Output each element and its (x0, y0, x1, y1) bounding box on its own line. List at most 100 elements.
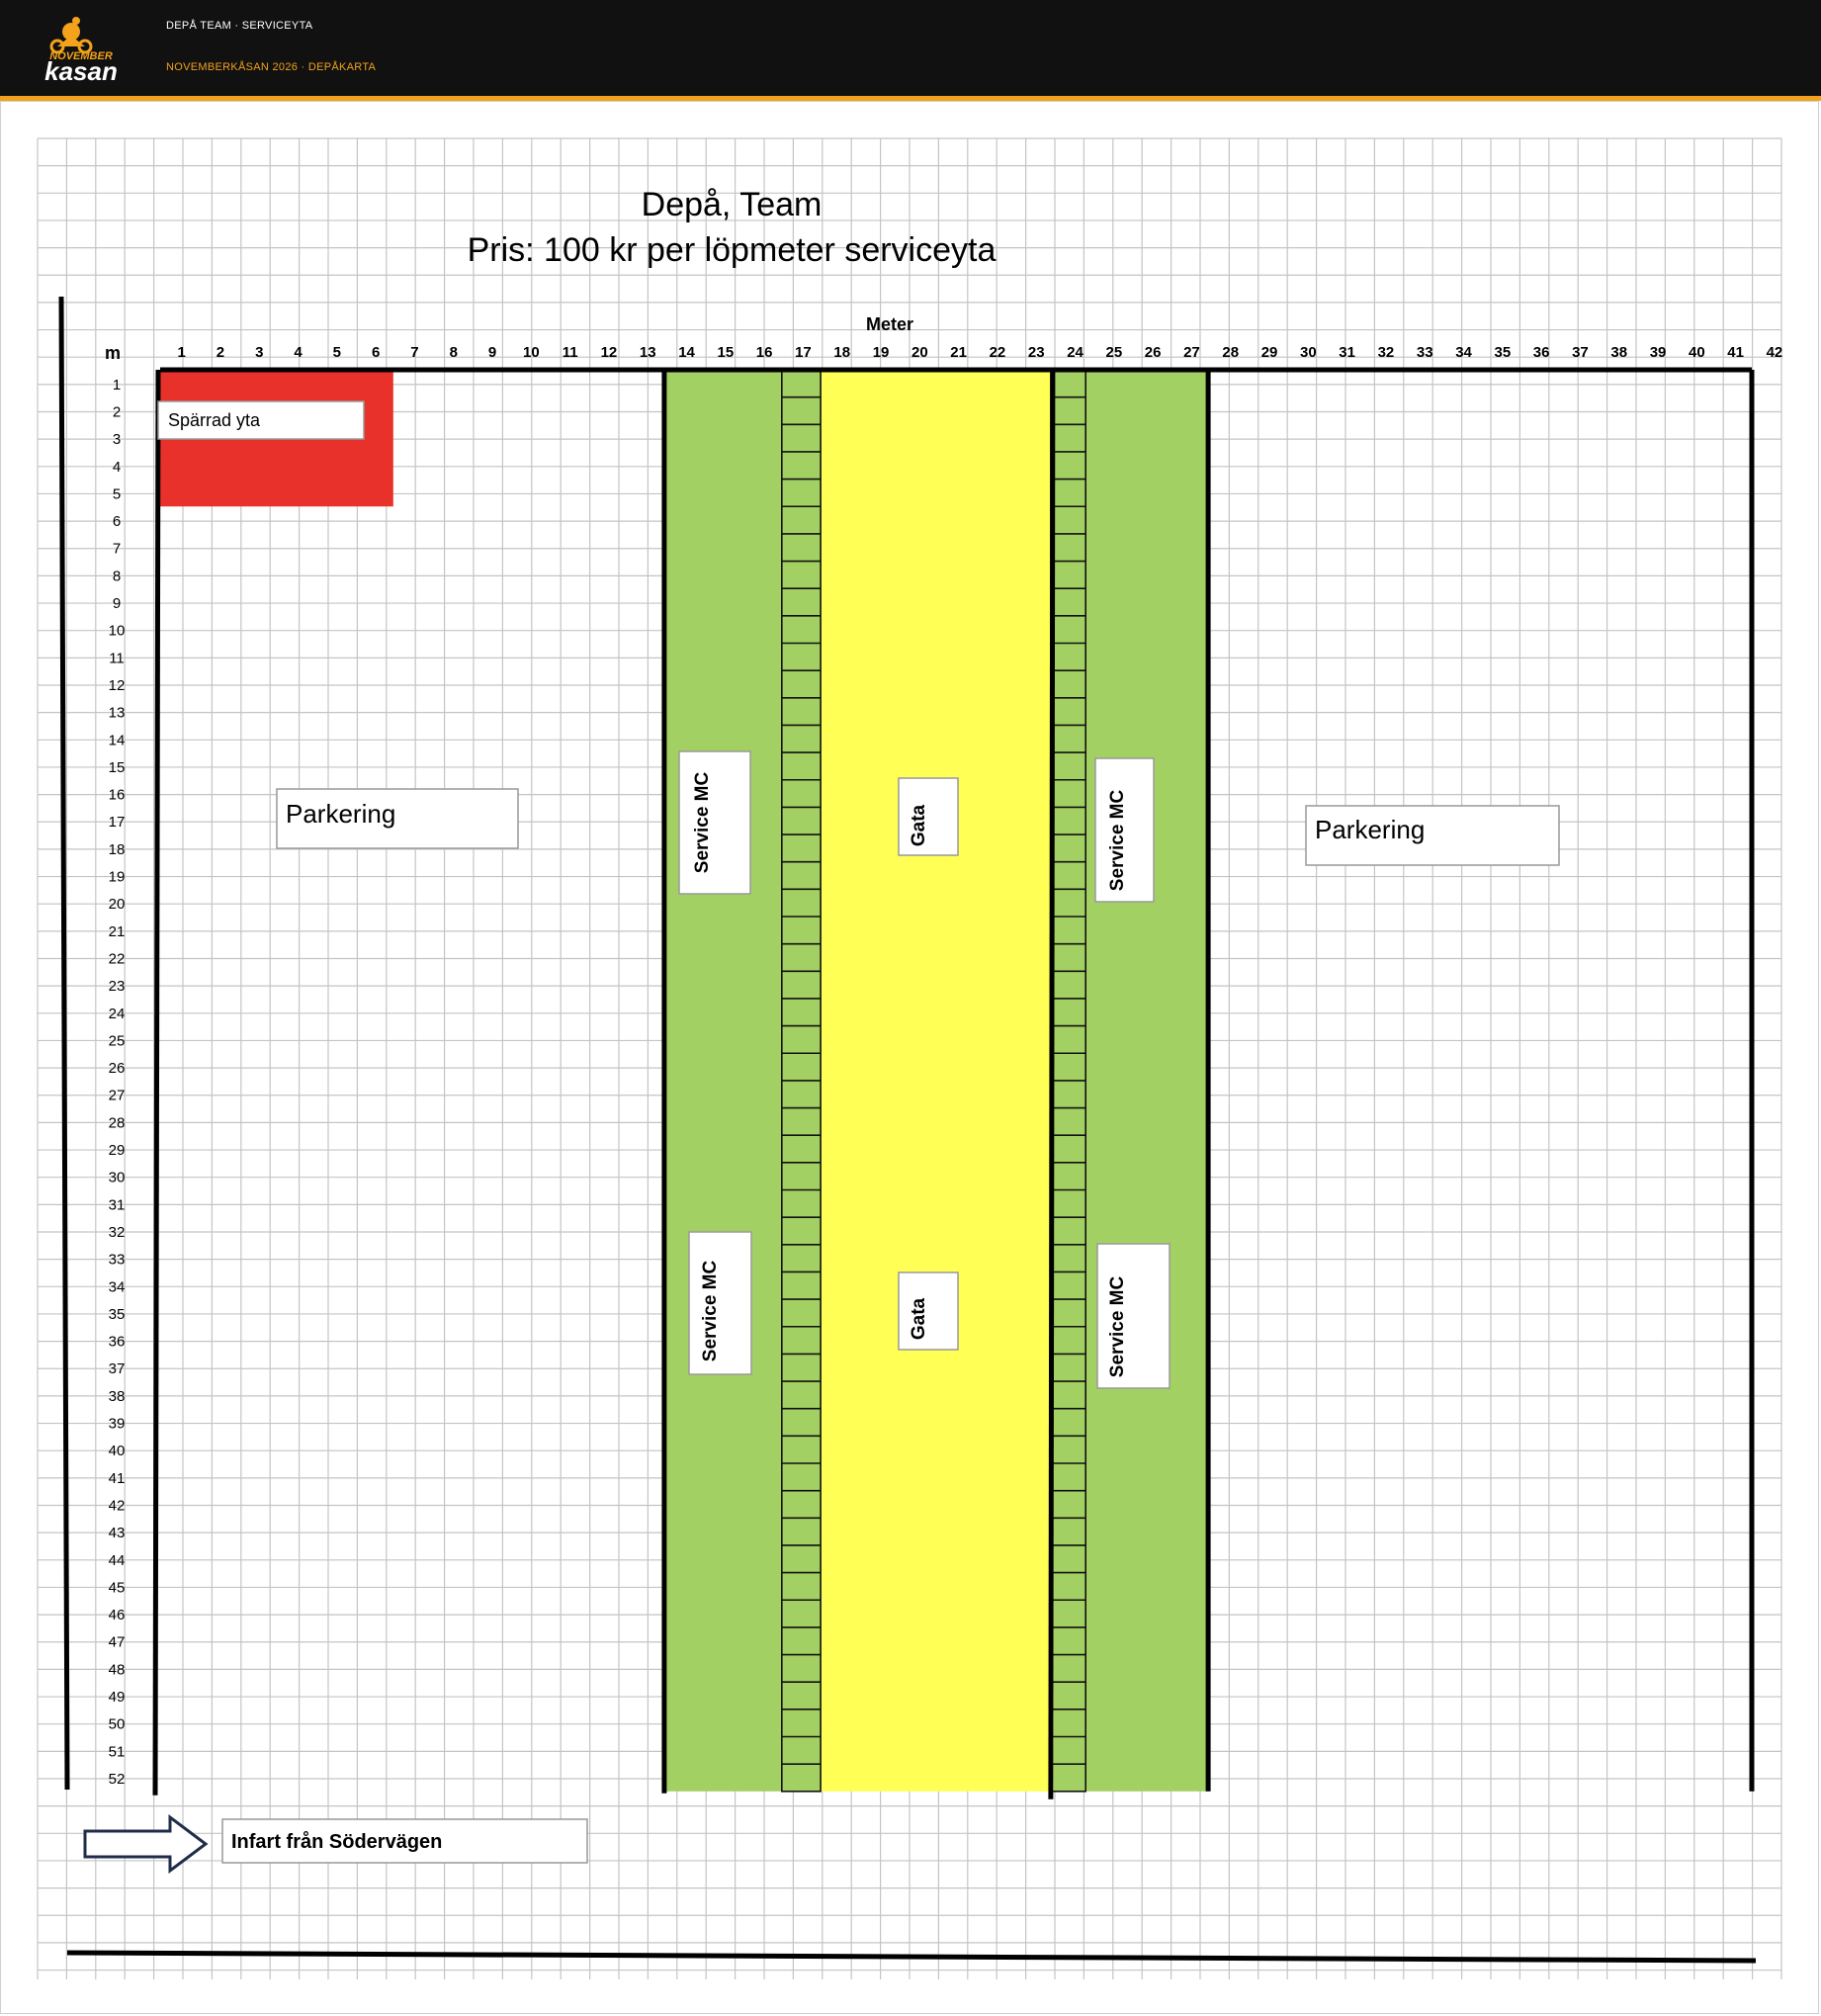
column-label: 29 (1261, 344, 1278, 361)
row-label: 37 (109, 1360, 126, 1377)
row-label: 20 (109, 896, 126, 913)
street-text-lower: Gata (909, 1297, 929, 1340)
column-label: 1 (177, 344, 185, 361)
header-bar: NOVEMBER kasan DEPÅ TEAM · SERVICEYTA NO… (0, 0, 1821, 96)
column-label: 41 (1727, 344, 1744, 361)
row-label: 31 (109, 1196, 126, 1213)
column-label: 11 (563, 344, 578, 361)
logo-text-top: NOVEMBER (49, 50, 113, 62)
map-title: Depå, Team (642, 186, 823, 223)
row-label: 19 (109, 869, 126, 886)
row-label: 26 (109, 1060, 126, 1077)
entrance-text: Infart från Södervägen (231, 1830, 442, 1853)
parking-right-label: Parkering (1305, 805, 1560, 866)
bottom-boundary-line (66, 1950, 1757, 1964)
row-label: 7 (113, 541, 121, 558)
row-label: 22 (109, 950, 126, 967)
row-label: 23 (109, 978, 126, 995)
column-label: 19 (873, 344, 890, 361)
column-label: 39 (1650, 344, 1667, 361)
column-label: 33 (1417, 344, 1433, 361)
row-label: 2 (113, 403, 121, 420)
row-label: 40 (109, 1443, 126, 1459)
row-label: 10 (109, 623, 126, 640)
row-label: 13 (109, 705, 126, 722)
column-label: 15 (718, 344, 735, 361)
column-label: 21 (950, 344, 967, 361)
column-label: 31 (1339, 344, 1355, 361)
column-label: 38 (1610, 344, 1627, 361)
logo-text-bottom: kasan (44, 56, 118, 83)
row-label: 17 (109, 814, 126, 831)
entrance-arrow-icon (83, 1814, 209, 1874)
column-label: 17 (795, 344, 812, 361)
zone-street (821, 370, 1054, 1792)
row-label: 48 (109, 1661, 126, 1678)
parking-left-text: Parkering (286, 799, 395, 829)
row-label: 49 (109, 1689, 126, 1706)
column-label: 10 (523, 344, 540, 361)
column-label: 25 (1106, 344, 1123, 361)
map-frame (0, 101, 1819, 2014)
row-label: 29 (109, 1142, 126, 1159)
row-label: 18 (109, 841, 126, 858)
service-mc-text-right-lower: Service MC (1107, 1276, 1128, 1378)
row-label: 5 (113, 485, 121, 502)
service-mc-label-right-upper: Service MC (1094, 757, 1155, 903)
header-subtitle: NOVEMBERKÅSAN 2026 · DEPÅKARTA (166, 61, 377, 73)
row-label: 43 (109, 1525, 126, 1541)
row-label: 3 (113, 431, 121, 448)
column-label: 8 (450, 344, 458, 361)
row-label: 6 (113, 513, 121, 530)
column-label: 13 (640, 344, 656, 361)
left-inner-boundary (152, 369, 161, 1796)
column-label: 12 (601, 344, 618, 361)
service-mc-text-right-upper: Service MC (1107, 790, 1128, 892)
novemberkasan-logo[interactable]: NOVEMBER kasan (22, 14, 140, 83)
row-label: 21 (109, 923, 126, 940)
blocked-area-caption: Spärrad yta (168, 410, 261, 430)
column-label: 14 (678, 344, 695, 361)
y-axis-unit: m (105, 343, 121, 363)
motorcycle-rider-icon (49, 17, 93, 54)
row-label: 12 (109, 677, 126, 694)
row-label: 16 (109, 787, 126, 804)
column-label: 37 (1572, 344, 1589, 361)
column-label: 32 (1378, 344, 1395, 361)
row-label: 51 (109, 1743, 126, 1760)
map-subtitle: Pris: 100 kr per löpmeter serviceyta (468, 231, 997, 269)
street-text-upper: Gata (909, 804, 929, 846)
blocked-area-label: Spärrad yta (157, 400, 365, 440)
row-label: 14 (109, 732, 126, 748)
left-outer-boundary (58, 296, 70, 1791)
service-mc-label-right-lower: Service MC (1096, 1243, 1171, 1389)
row-label: 30 (109, 1170, 126, 1186)
row-label: 32 (109, 1224, 126, 1241)
column-label: 35 (1495, 344, 1512, 361)
column-label: 30 (1300, 344, 1317, 361)
header-accent-rule (0, 96, 1821, 101)
row-label: 44 (109, 1552, 126, 1569)
column-label: 27 (1183, 344, 1200, 361)
column-label: 16 (756, 344, 773, 361)
entrance-label: Infart från Södervägen (221, 1818, 588, 1864)
column-label: 20 (911, 344, 928, 361)
row-label: 46 (109, 1607, 126, 1623)
row-label: 33 (109, 1252, 126, 1269)
row-label: 36 (109, 1334, 126, 1351)
street-right-edge (1048, 369, 1056, 1799)
column-label: 22 (990, 344, 1006, 361)
row-label: 34 (109, 1278, 126, 1295)
row-number-labels: 1234567891011121314151617181920212223242… (109, 377, 126, 1788)
column-label: 7 (410, 344, 418, 361)
column-label: 2 (217, 344, 224, 361)
column-label: 24 (1067, 344, 1084, 361)
row-label: 27 (109, 1088, 126, 1104)
parking-right-text: Parkering (1315, 815, 1425, 844)
row-label: 35 (109, 1306, 126, 1323)
row-label: 11 (109, 650, 125, 666)
street-label-upper: Gata (898, 777, 959, 856)
row-label: 39 (109, 1416, 126, 1433)
